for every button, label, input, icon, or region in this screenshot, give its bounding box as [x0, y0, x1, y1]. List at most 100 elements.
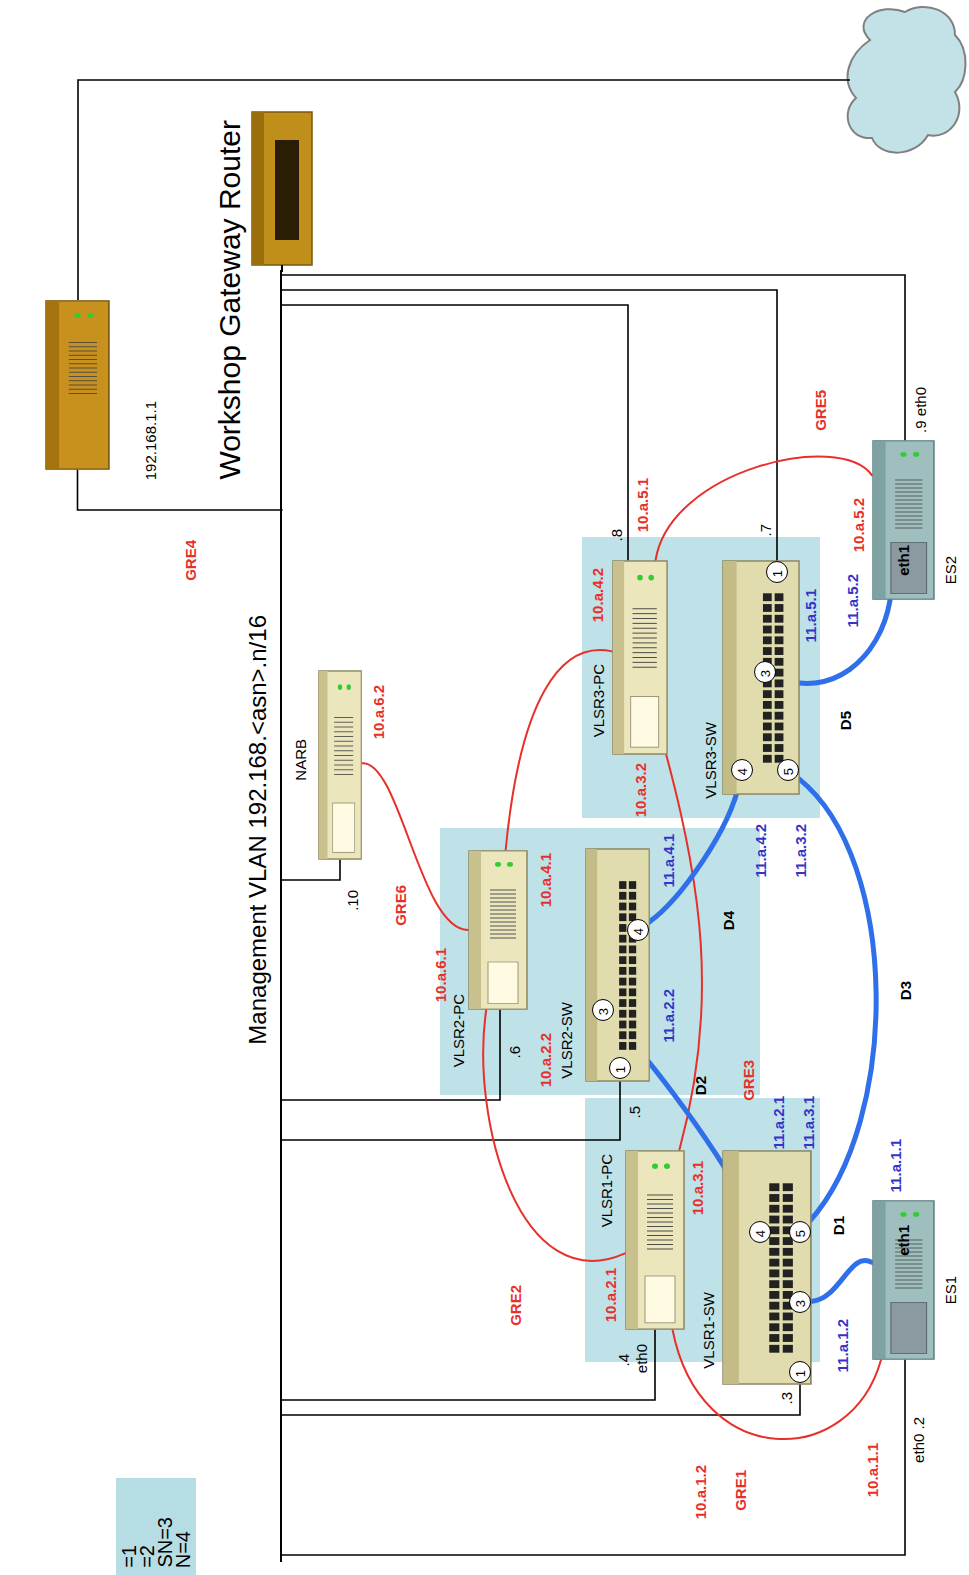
pc-node: NARB.10	[318, 670, 362, 860]
address-label: 11.a.1.2	[834, 1319, 851, 1372]
address-label: 11.a.5.1	[802, 589, 819, 642]
management-link	[282, 1079, 620, 1140]
data-link	[649, 781, 740, 922]
address-label: 10.a.3.2	[632, 763, 649, 817]
port-circle: 1	[766, 561, 788, 583]
node-label: NARB	[292, 739, 309, 781]
device-icon	[872, 1200, 935, 1360]
callout-number: 1	[771, 570, 786, 577]
switch-node: VLSR1-SW.31345	[722, 1150, 812, 1385]
node-label: ES1	[942, 1276, 959, 1304]
address-label: 10.a.4.1	[537, 853, 554, 907]
port-circle: 1	[789, 1361, 811, 1383]
link-label: GRE6	[392, 885, 409, 926]
switch-node: VLSR3-SW.71345	[722, 560, 800, 795]
port-circle: 3	[754, 661, 776, 683]
node-label: VLSR1-SW	[700, 1292, 717, 1369]
link-label: D4	[720, 911, 737, 930]
device-icon	[468, 850, 528, 1010]
node-label: .4	[615, 1354, 632, 1367]
device-icon	[318, 670, 362, 860]
data-link	[811, 1260, 872, 1301]
address-label: 10.a.6.2	[370, 685, 387, 739]
node-label: eth0 .2	[910, 1417, 927, 1463]
node-label: VLSR2-SW	[558, 1002, 575, 1079]
device-icon	[722, 1150, 812, 1385]
gre-tunnel	[506, 650, 612, 850]
node-label: Management VLAN 192.168.<asn>.n/16	[244, 615, 272, 1045]
gateway-router: 192.168.1.1	[45, 300, 110, 470]
node-label: VLSR1-PC	[598, 1154, 615, 1227]
node-label: 192.168.1.1	[142, 401, 159, 480]
gre-tunnel	[362, 763, 468, 930]
node-label: VLSR3-PC	[590, 664, 607, 737]
address-label: 11.a.3.2	[792, 824, 809, 877]
node-label: .6	[506, 1046, 523, 1059]
node-label: eth1	[895, 545, 912, 576]
node-label: .8	[608, 529, 625, 542]
device-icon	[612, 560, 668, 755]
gre-tunnel	[656, 457, 872, 560]
callout-number: 5	[782, 768, 797, 775]
address-label: 10.a.6.1	[432, 948, 449, 1002]
callout-number: 3	[759, 670, 774, 677]
address-label: 11.a.2.1	[770, 1096, 787, 1149]
callout-number: 4	[754, 1230, 769, 1237]
uplink-wire	[78, 80, 850, 300]
callout-number: 5	[794, 1230, 809, 1237]
node-label: N=4	[172, 1531, 195, 1568]
key-box: =1=2SN=3N=4	[116, 1478, 196, 1575]
link-label: D1	[830, 1216, 847, 1235]
management-link	[282, 1330, 655, 1400]
management-link	[282, 275, 905, 440]
address-label: 10.a.2.1	[602, 1268, 619, 1322]
management-link	[282, 860, 340, 880]
address-label: 11.a.3.1	[800, 1096, 817, 1149]
address-label: 11.a.2.2	[660, 989, 677, 1042]
node-label: .10	[344, 890, 361, 911]
port-circle: 4	[731, 759, 753, 781]
pc-node: VLSR2-PC.6	[468, 850, 528, 1010]
address-label: 11.a.5.2	[844, 574, 861, 627]
management-link	[282, 1383, 800, 1415]
address-label: 10.a.2.2	[537, 1033, 554, 1087]
management-link	[282, 1360, 905, 1555]
device-icon	[625, 1150, 685, 1330]
address-label: 10.a.5.2	[850, 498, 867, 552]
port-circle: 5	[777, 759, 799, 781]
port-circle: 3	[592, 999, 614, 1021]
address-label: GRE4	[182, 540, 199, 581]
callout-number: 4	[632, 928, 647, 935]
address-label: 10.a.4.2	[589, 568, 606, 622]
vlsr-group	[582, 537, 820, 818]
address-label: 10.a.3.1	[689, 1161, 706, 1215]
port-circle: 3	[789, 1291, 811, 1313]
callout-number: 3	[794, 1300, 809, 1307]
vlsr-group	[440, 828, 760, 1095]
link-label: GRE2	[507, 1285, 524, 1326]
node-label: eth0	[633, 1344, 650, 1373]
node-label: .7	[757, 524, 774, 537]
address-label: 10.a.1.2	[692, 1465, 709, 1519]
address-label: 11.a.4.1	[660, 834, 677, 887]
link-label: GRE1	[732, 1470, 749, 1511]
port-circle: 4	[627, 919, 649, 941]
management-switch	[252, 112, 312, 272]
management-link	[78, 470, 283, 510]
node-label: eth1	[895, 1225, 912, 1256]
node-label: .3	[778, 1392, 795, 1405]
management-link	[282, 290, 777, 561]
device-icon	[45, 300, 110, 470]
link-label: D2	[692, 1076, 709, 1095]
callout-number: 1	[794, 1370, 809, 1377]
port-circle: 1	[609, 1057, 631, 1079]
callout-number: 4	[736, 768, 751, 775]
node-label: .9 eth0	[912, 387, 929, 433]
node-label: VLSR2-PC	[450, 994, 467, 1067]
device-icon	[585, 848, 650, 1082]
internet-cloud	[848, 7, 966, 153]
port-circle: 5	[789, 1221, 811, 1243]
